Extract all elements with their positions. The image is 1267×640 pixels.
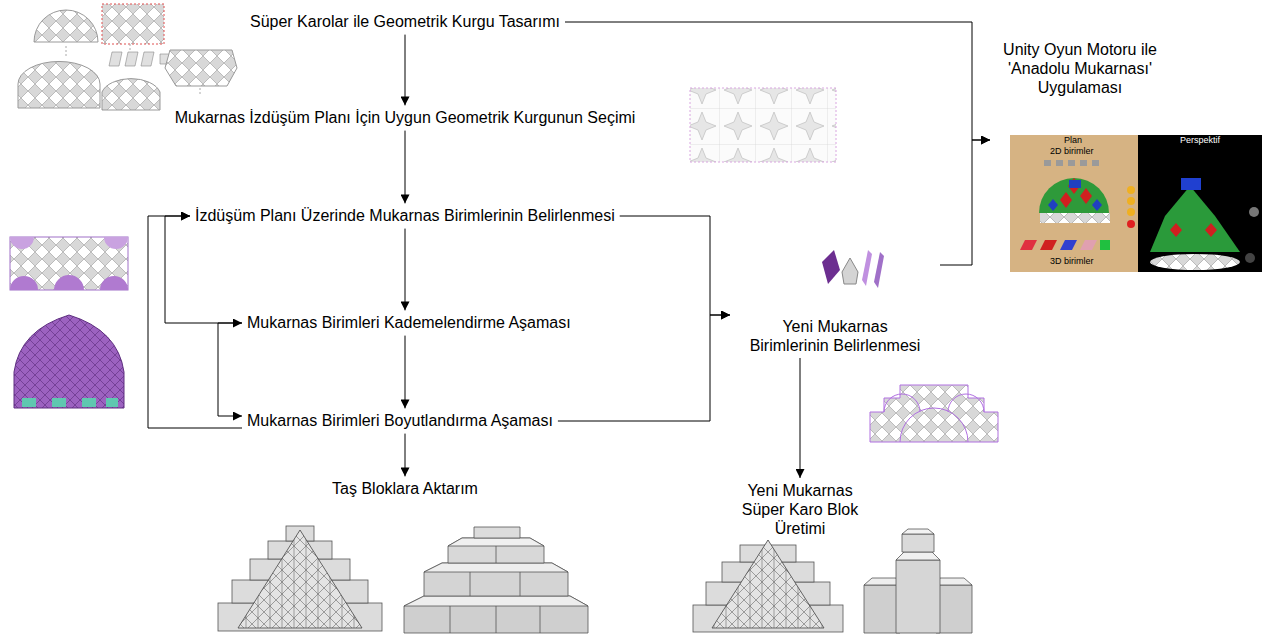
- step-node: Taş Bloklara Aktarım: [327, 476, 483, 501]
- plan-pattern: [690, 88, 836, 162]
- step-text: Mukarnas İzdüşüm Planı İçin Uygun Geomet…: [175, 108, 636, 127]
- flow-connector: [148, 216, 242, 428]
- step-node: Yeni Mukarnas Birimlerinin Belirlenmesi: [730, 245, 940, 358]
- step-node: Süper Karolar ile Geometrik Kurgu Tasarı…: [245, 9, 565, 34]
- step-text: Mukarnas Birimleri Boyutlandırma Aşaması: [247, 411, 553, 430]
- step-text: Mukarnas Birimleri Kademelendirme Aşamas…: [247, 313, 571, 332]
- step-text: İzdüşüm Planı Üzerinde Mukarnas Birimler…: [195, 206, 615, 225]
- flow-connector: [800, 358, 801, 478]
- new-tile-blocks-1: [693, 540, 843, 632]
- step-text: Süper Karolar ile Geometrik Kurgu Tasarı…: [250, 12, 560, 31]
- screen-label: 3D birimler: [1050, 257, 1094, 267]
- flow-connector: [558, 315, 730, 421]
- step-text: Unity Oyun Motoru ile 'Anadolu Mukarnası…: [990, 40, 1170, 98]
- flow-connector: [620, 216, 730, 315]
- stone-blocks-2: [404, 527, 588, 633]
- flow-connector: [940, 140, 990, 265]
- super-tile-thumbnails: [18, 4, 237, 110]
- screen-label: Perspektif: [1180, 136, 1220, 146]
- step-text: Yeni Mukarnas Birimlerinin Belirlenmesi: [745, 317, 925, 355]
- unity-screenshot: [1010, 135, 1262, 272]
- purple-muqarnas-pyramid: [14, 315, 124, 408]
- step-node: İzdüşüm Planı Üzerinde Mukarnas Birimler…: [190, 203, 620, 228]
- new-tile-plan: [870, 385, 998, 442]
- flow-connector: [405, 229, 406, 311]
- step-node: Unity Oyun Motoru ile 'Anadolu Mukarnası…: [990, 40, 1262, 272]
- purple-plan: [10, 237, 128, 290]
- step-node: Yeni Mukarnas Süper Karo Blok Üretimi: [733, 478, 868, 542]
- flow-connector: [405, 35, 406, 106]
- step-node: Mukarnas Birimleri Boyutlandırma Aşaması: [242, 408, 558, 433]
- flow-connector: [405, 434, 406, 477]
- step-text: Yeni Mukarnas Süper Karo Blok Üretimi: [738, 481, 863, 539]
- new-unit-icons: [822, 250, 884, 288]
- new-tile-blocks-2: [864, 529, 972, 633]
- step-text: Taş Bloklara Aktarım: [332, 479, 478, 498]
- stone-blocks-1: [218, 526, 382, 631]
- screen-label: Plan: [1064, 136, 1082, 146]
- flow-connector: [218, 323, 242, 416]
- screen-label: 2D birimler: [1050, 147, 1094, 157]
- step-node: Mukarnas Birimleri Kademelendirme Aşamas…: [242, 310, 576, 335]
- flow-connector: [165, 216, 242, 323]
- step-node: Mukarnas İzdüşüm Planı İçin Uygun Geomet…: [170, 105, 641, 130]
- flow-connector: [405, 336, 406, 409]
- flow-connector: [405, 131, 406, 204]
